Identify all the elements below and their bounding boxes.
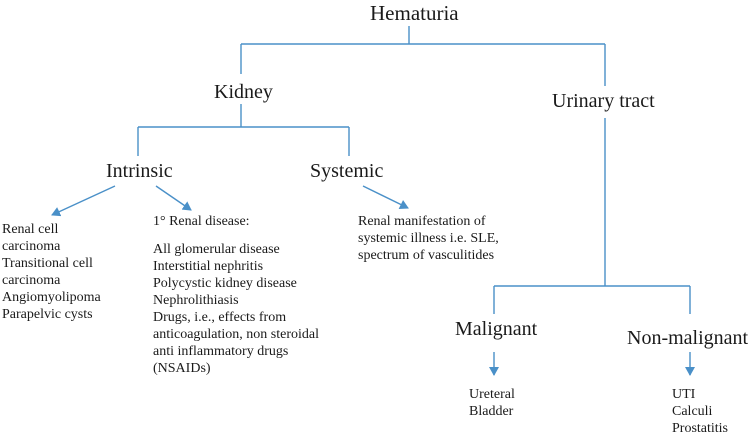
list-item: Renal manifestation of [358,214,486,229]
intrinsic-tumor-list: Renal cell carcinoma Transitional cell c… [2,221,101,323]
list-item: Polycystic kidney disease [153,276,297,291]
node-malignant: Malignant [455,318,538,340]
renal-disease-title: 1° Renal disease: [153,214,250,229]
list-item: Nephrolithiasis [153,293,239,308]
list-item: (NSAIDs) [153,361,211,376]
list-item: spectrum of vasculitides [358,248,495,263]
node-non-malignant: Non-malignant [627,327,749,349]
node-intrinsic: Intrinsic [106,160,173,182]
node-urinary-tract: Urinary tract [552,90,655,112]
list-item: anticoagulation, non steroidal [153,327,320,342]
systemic-description: Renal manifestation of systemic illness … [358,213,499,264]
list-item: anti inflammatory drugs [153,344,289,359]
list-item: Drugs, i.e., effects from [153,310,287,325]
list-item: Renal cell [2,222,59,237]
list-item: Bladder [469,404,514,419]
renal-disease-list: All glomerular disease Interstitial neph… [153,241,319,377]
list-item: Parapelvic cysts [2,307,93,322]
list-item: carcinoma [2,273,61,288]
list-item: Transitional cell [2,256,93,271]
node-hematuria: Hematuria [370,1,459,25]
arrow-intrinsic-right [155,185,192,211]
arrow-intrinsic-left [51,185,116,217]
node-kidney: Kidney [214,81,273,103]
list-item: Prostatitis [672,421,729,436]
malignant-list: Ureteral Bladder [469,386,515,420]
list-item: Interstitial nephritis [153,259,264,274]
list-item: Ureteral [469,387,515,402]
list-item: Calculi [672,404,713,419]
list-item: All glomerular disease [153,242,280,257]
non-malignant-list: UTI Calculi Prostatitis [672,386,728,437]
list-item: carcinoma [2,239,61,254]
list-item: Angiomyolipoma [2,290,101,305]
list-item: systemic illness i.e. SLE, [358,231,499,246]
arrow-systemic [362,185,409,209]
node-systemic: Systemic [310,160,384,182]
list-item: UTI [672,387,696,402]
